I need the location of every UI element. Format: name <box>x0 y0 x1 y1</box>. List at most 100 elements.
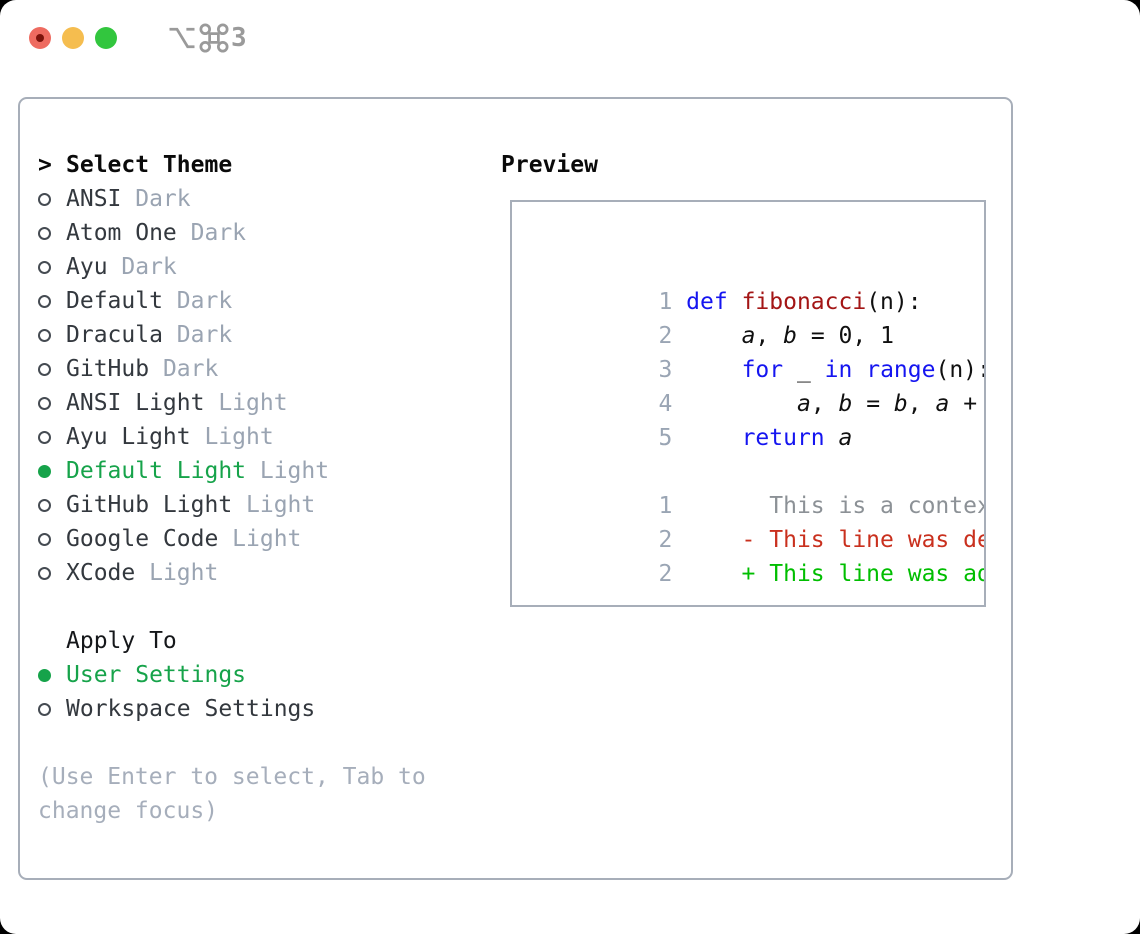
theme-variant: Dark <box>121 254 177 280</box>
theme-variant: Dark <box>176 322 233 348</box>
code-token: for <box>741 357 784 383</box>
apply-to-option[interactable]: User Settings <box>38 658 426 692</box>
apply-to-option[interactable]: Workspace Settings <box>38 692 426 726</box>
code-token: b <box>893 391 908 417</box>
theme-option[interactable]: Ayu Light Light <box>38 420 426 454</box>
radio-icon <box>38 226 51 240</box>
command-key-icon <box>199 23 229 53</box>
zoom-button[interactable] <box>95 27 117 49</box>
radio-icon <box>38 566 51 580</box>
code-line: 2 + This line was added. <box>520 523 984 587</box>
radio-icon <box>38 430 51 444</box>
code-token: _ <box>783 357 825 383</box>
radio-icon <box>38 532 51 546</box>
spacer <box>38 726 426 760</box>
theme-variant: Light <box>232 526 302 552</box>
apply-to-label: Workspace Settings <box>66 696 316 722</box>
code-token: def <box>686 289 742 315</box>
option-key-icon <box>169 27 195 49</box>
theme-variant: Light <box>149 560 219 586</box>
code-token: , <box>907 391 936 417</box>
code-token: a <box>935 391 950 417</box>
line-number: 2 <box>658 527 673 553</box>
theme-name: GitHub Light <box>66 492 233 518</box>
theme-option[interactable]: Atom One Dark <box>38 216 426 250</box>
theme-variant: Dark <box>162 356 219 382</box>
code-line: 2 a, b = 0, 1 <box>520 285 984 349</box>
code-text: + This line was added. <box>686 561 984 587</box>
theme-variant: Dark <box>190 220 247 246</box>
code-token: fibonacci <box>741 289 867 315</box>
theme-option[interactable]: GitHub Dark <box>38 352 426 386</box>
radio-marker <box>38 328 66 342</box>
code-token: a <box>741 323 756 349</box>
line-number: 1 <box>658 289 673 315</box>
code-line: 3 for _ in range(n): <box>520 319 984 383</box>
focus-prompt: > <box>38 152 52 178</box>
radio-icon <box>38 668 51 682</box>
theme-option[interactable]: Google Code Light <box>38 522 426 556</box>
theme-option[interactable]: GitHub Light Light <box>38 488 426 522</box>
theme-name: ANSI <box>66 186 122 212</box>
code-token: - This line was deleted. <box>741 527 984 553</box>
theme-variant: Dark <box>135 186 191 212</box>
radio-marker <box>38 532 66 546</box>
minimize-button[interactable] <box>62 27 84 49</box>
code-token <box>852 357 866 383</box>
apply-to-header: Apply To <box>38 624 426 658</box>
code-text: a, b = 0, 1 <box>686 323 894 349</box>
theme-variant: Light <box>246 492 316 518</box>
radio-marker <box>38 294 66 308</box>
radio-icon <box>38 294 51 308</box>
radio-marker <box>38 702 66 716</box>
theme-option[interactable]: Default Light Light <box>38 454 426 488</box>
apply-to-label: User Settings <box>66 662 247 688</box>
theme-name: Default Light <box>66 458 247 484</box>
code-token <box>686 357 741 383</box>
theme-name: ANSI Light <box>66 390 205 416</box>
code-token: in <box>824 357 853 383</box>
radio-marker <box>38 464 66 478</box>
theme-name: GitHub <box>66 356 150 382</box>
theme-option[interactable]: Dracula Dark <box>38 318 426 352</box>
radio-icon <box>38 362 51 376</box>
theme-options: ANSI Dark Atom One Dark <box>38 182 426 590</box>
radio-icon <box>38 328 51 342</box>
theme-name: Dracula <box>66 322 163 348</box>
theme-option[interactable]: Ayu Dark <box>38 250 426 284</box>
code-token <box>686 323 741 349</box>
code-token: return <box>741 425 825 451</box>
code-line: 4 a, b = b, a + b <box>520 353 984 417</box>
code-token: + This line was added. <box>741 561 984 587</box>
theme-name: Ayu Light <box>66 424 191 450</box>
radio-marker <box>38 260 66 274</box>
theme-option[interactable]: XCode Light <box>38 556 426 590</box>
code-token: + <box>963 391 978 417</box>
radio-icon <box>38 464 51 478</box>
hint-line-2: change focus) <box>38 798 219 824</box>
spacer <box>38 590 426 624</box>
theme-name: Ayu <box>66 254 108 280</box>
theme-name: Google Code <box>66 526 219 552</box>
radio-icon <box>38 702 51 716</box>
code-text: for _ in range(n): <box>686 357 984 383</box>
line-number: 5 <box>658 425 673 451</box>
code-text: - This line was deleted. <box>686 527 984 553</box>
shortcut-number: 3 <box>231 23 247 53</box>
select-theme-header: > Select Theme <box>38 148 426 182</box>
theme-option[interactable]: ANSI Dark <box>38 182 426 216</box>
theme-name: XCode <box>66 560 136 586</box>
preview-title: Preview <box>501 152 598 178</box>
theme-option[interactable]: Default Dark <box>38 284 426 318</box>
code-text: This is a context line. <box>686 493 984 519</box>
theme-variant: Light <box>204 424 274 450</box>
code-token: This is a context line. <box>769 493 984 519</box>
radio-marker <box>38 566 66 580</box>
theme-option[interactable]: ANSI Light Light <box>38 386 426 420</box>
unsaved-changes-dot <box>36 34 44 42</box>
close-button[interactable] <box>29 27 51 49</box>
theme-name: Atom One <box>66 220 177 246</box>
radio-marker <box>38 396 66 410</box>
